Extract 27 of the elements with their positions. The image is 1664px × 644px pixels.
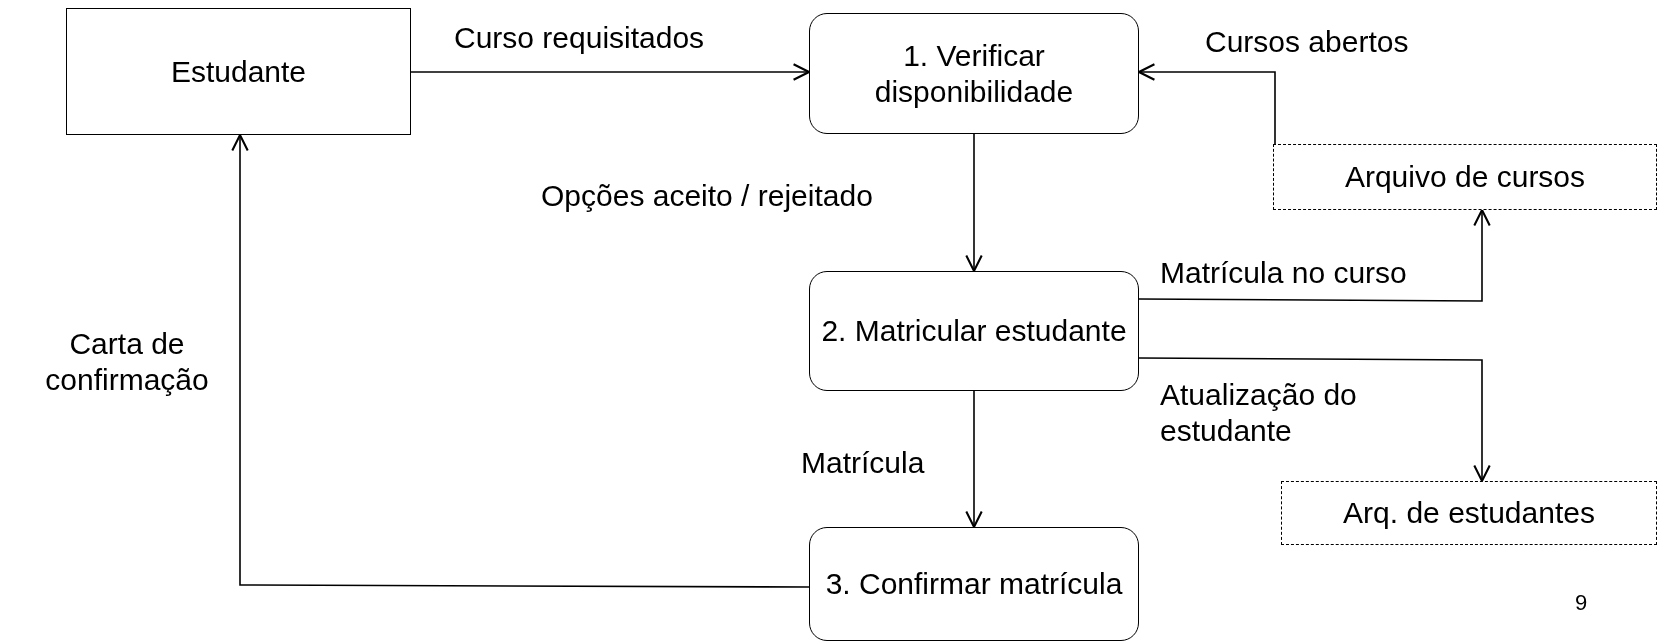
- data-store-box: [1273, 144, 1657, 210]
- data-store-box: [1281, 481, 1657, 545]
- process-box: [809, 13, 1139, 134]
- arrow: [410, 63, 811, 81]
- node-label: 2. Matricular estudante: [821, 313, 1127, 349]
- process-box: [809, 271, 1139, 391]
- node-label: Arquivo de cursos: [1344, 159, 1586, 195]
- arrow: [1137, 63, 1276, 145]
- node-label: Estudante: [170, 53, 307, 90]
- arrow: [965, 390, 983, 529]
- edge-label: Cursos abertos: [1205, 24, 1409, 60]
- edge-label: Opções aceito / rejeitado: [541, 178, 873, 214]
- arrow: [1138, 357, 1491, 483]
- edge-label: Atualização do estudante: [1160, 377, 1358, 449]
- process-box: [809, 527, 1139, 641]
- edge-label: Carta de confirmação: [44, 326, 210, 398]
- arrow: [965, 133, 983, 273]
- arrow: [231, 133, 810, 588]
- page-number: 9: [1575, 590, 1588, 617]
- edge-label: Matrícula: [801, 445, 925, 481]
- edge-label: Matrícula no curso: [1160, 255, 1407, 291]
- arrow: [1138, 208, 1491, 302]
- node-label: Arq. de estudantes: [1343, 495, 1595, 531]
- edge-label: Curso requisitados: [454, 20, 705, 56]
- node-label: 1. Verificar disponibilidade: [873, 37, 1075, 110]
- entity-box: [66, 8, 411, 135]
- node-label: 3. Confirmar matrícula: [825, 566, 1123, 602]
